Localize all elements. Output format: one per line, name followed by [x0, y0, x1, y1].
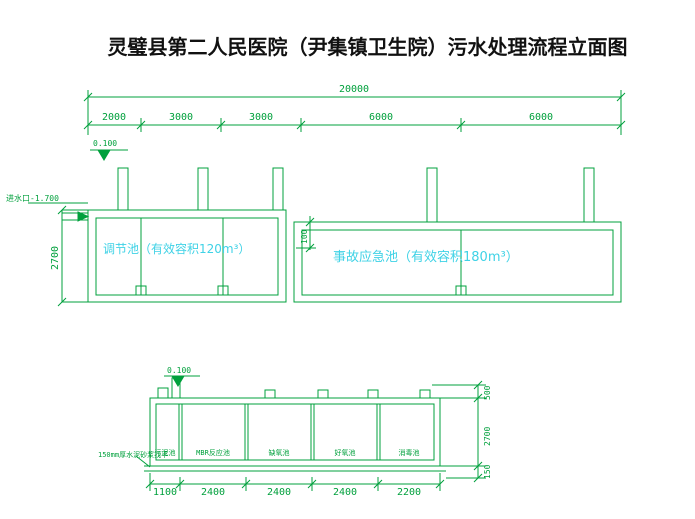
compartment-label: MBR反应池 [196, 449, 230, 457]
lower-right-dimension-line [432, 381, 486, 482]
lower-right-dimension: 500 [483, 385, 492, 400]
inlet-pipe [28, 203, 88, 221]
regulating-tank-outline [88, 210, 286, 302]
emergency-tank-label: 事故应急池（有效容积180m³） [333, 250, 519, 265]
tank-vent-pipes [118, 168, 594, 222]
lower-segment-dimension: 2400 [200, 487, 226, 498]
upper-segment-dimension-line [84, 118, 625, 132]
regulating-tank-label: 调节池（有效容积120m³） [103, 242, 251, 256]
upper-segment-dimension: 6000 [528, 112, 554, 123]
upper-step-dimension-line [296, 216, 316, 252]
lower-segment-dimension: 2400 [332, 487, 358, 498]
upper-segment-dimension: 3000 [248, 112, 274, 123]
lower-right-dimension: 2700 [483, 426, 492, 446]
lower-segment-dimension: 1100 [152, 487, 178, 498]
base-note-leader-line [136, 456, 150, 467]
upper-height-dimension-line [58, 206, 88, 306]
upper-segment-dimension: 6000 [368, 112, 394, 123]
lower-elevation-drawing [136, 376, 486, 491]
treatment-tank-stubs [158, 378, 430, 398]
lower-segment-dimension: 2400 [266, 487, 292, 498]
upper-height-dimension: 2700 [50, 245, 61, 270]
lower-level-marker-icon [164, 376, 200, 386]
upper-total-dimension-line [84, 90, 625, 135]
emergency-tank-outline [294, 222, 621, 302]
base-note: 150mm厚水泥砂浆找平 [98, 451, 169, 459]
compartment-label: 好氧池 [334, 449, 356, 457]
drawing-title: 灵璧县第二人民医院（尹集镇卫生院）污水处理流程立面图 [107, 37, 628, 59]
lower-bottom-dimension-line [146, 473, 444, 491]
treatment-tank-outline [144, 398, 446, 471]
upper-step-dimension: 100 [300, 229, 309, 244]
upper-level-value: 0.100 [93, 139, 118, 148]
compartment-label: 污泥池 [154, 449, 176, 457]
lower-level-value: 0.100 [167, 366, 192, 375]
lower-right-dimension: 150 [483, 464, 492, 479]
upper-level-marker-icon [90, 150, 128, 160]
upper-total-dimension: 20000 [338, 84, 370, 95]
upper-elevation-drawing [28, 90, 625, 306]
upper-segment-dimension: 3000 [168, 112, 194, 123]
inlet-label: 进水口-1.700 [6, 194, 59, 203]
lower-segment-dimension: 2200 [396, 487, 422, 498]
compartment-label: 消毒池 [398, 449, 420, 457]
upper-segment-dimension: 2000 [101, 112, 127, 123]
compartment-label: 缺氧池 [268, 449, 290, 457]
